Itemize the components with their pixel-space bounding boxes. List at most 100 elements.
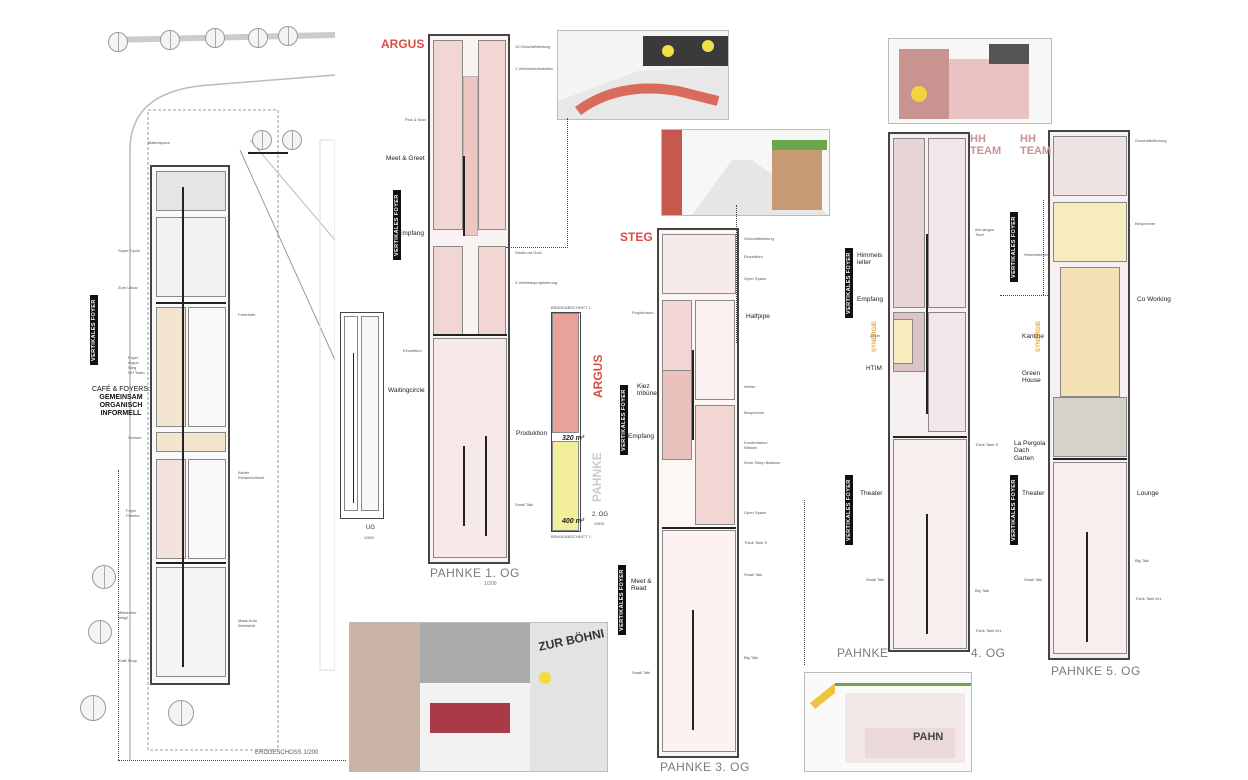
tree-icon [252, 130, 272, 150]
sketch-sign-2: PAHN [913, 731, 944, 743]
label-himmelsleiter: Himmelsleiter [1024, 252, 1049, 257]
label-vertrieb2: 3 Vertriebsprojektierung [515, 280, 558, 285]
room-lounge: Lounge [1137, 490, 1159, 497]
first-floor-plan [428, 34, 510, 564]
label-big-talk: Big Talk [744, 655, 758, 660]
room-green-house: Green House [1022, 370, 1041, 385]
room-block [156, 217, 226, 297]
steg-foyer-bottom: VERTIKALES FOYER [618, 565, 626, 635]
label-plus-now: Plus & Now [405, 117, 426, 122]
label-open-space2: Open Space [744, 510, 767, 515]
room-kantine: Kantine [1022, 333, 1045, 340]
third-floor-plan [657, 228, 739, 758]
label-small-talk: Small Talk [744, 572, 763, 577]
fourth-foyer-bottom: VERTIKALES FOYER [845, 475, 853, 545]
room-produktion: Produktion [516, 430, 548, 437]
brand-label-2: BRANDABSCHNITT 1 [551, 534, 591, 539]
room-meet-read: Meet & Read [631, 578, 652, 593]
second-floor-plan [551, 312, 581, 532]
label-vertrieb: 1 Vertriebsmitarbeiter [515, 66, 554, 71]
basement-title: UG [366, 525, 375, 531]
room-kiez: Kiez tribüne [637, 383, 657, 398]
tree-icon [168, 700, 194, 726]
basement-scale: 1/500 [364, 535, 375, 540]
second-floor-argus-tag: ARGUS [591, 354, 605, 398]
label-big-talk: Big Talk [975, 588, 989, 593]
room-foyer-pahnke [156, 459, 186, 559]
room-empfang-steg: Empfang [628, 433, 655, 440]
room-foyer-argus [156, 307, 186, 427]
argus-tag: ARGUS [381, 37, 425, 51]
room-htim: HTIM [866, 365, 882, 372]
label-small-talk: Small Talk [866, 577, 885, 582]
label-think-tank-ml: Think Tank M-L [1135, 596, 1163, 601]
label-geschaeftsleitung: 10 Geschäftsleitung [515, 44, 551, 49]
second-floor-ghost: PAHNKE [590, 452, 604, 502]
fourth-title-left: PAHNKE [837, 646, 889, 660]
label-think-tank: Think Tank S [744, 540, 768, 545]
fourth-title-right: 4. OG [971, 646, 1006, 660]
fifth-foyer-bottom: VERTIKALES FOYER [1010, 475, 1018, 545]
room-block [188, 307, 226, 427]
sketch-section: PAHN [804, 672, 972, 772]
argus-foyer-label: VERTIKALES FOYER [393, 190, 401, 260]
second-floor-scale: 1/500 [594, 521, 605, 526]
tree-icon [88, 620, 112, 644]
label-langen-tisch: Am langen Tisch [975, 227, 995, 237]
label-small-talk: Small Talk [1024, 577, 1043, 582]
steg-tag: STEG [620, 230, 653, 244]
area-bottom: 400 m² [562, 518, 585, 525]
sketch-hh-team [888, 38, 1052, 124]
label-maas-auto: Maas Auto Werkstatt [238, 618, 257, 628]
label-seesee: Seesee [128, 435, 142, 440]
label-foyer-pahnke: Foyer Pahnke [126, 508, 140, 518]
label-zum-unkar: Zum Unkar [118, 285, 138, 290]
label-open-space: Open Space [744, 276, 767, 281]
label-think-tank-ml: Think Tank M-L [975, 628, 1003, 633]
label-small-talk: Small Talk [515, 502, 534, 507]
room-theater-4: Theater [860, 490, 883, 497]
room-werkstatt [156, 567, 226, 677]
first-floor-scale: 1/200 [484, 581, 497, 587]
label-big-talk: Big Talk [1135, 558, 1149, 563]
tree-icon [80, 695, 106, 721]
sketch-steg-interior [661, 129, 830, 216]
label-besprecher: Besprecher [1135, 221, 1156, 226]
label-foyer-argus: Foyer Argus Steg HH Team [128, 355, 145, 375]
brand-label-1: BRANDABSCHNITT 1 [551, 305, 591, 310]
ground-floor-plan [150, 165, 230, 685]
label-kraft-shop: Kraft Shop [118, 658, 137, 663]
label-zirkel: Zirkel [870, 333, 880, 338]
ground-foyer-label: VERTIKALES FOYER [90, 295, 98, 365]
label-mitbecher: Mittbecher Weg0 [118, 610, 137, 620]
tree-icon [160, 30, 180, 50]
steg-foyer-top: VERTIKALES FOYER [620, 385, 628, 455]
room-empfang-4: Empfang [857, 296, 884, 303]
room-pergola: La Pergola Dach Garten [1014, 440, 1046, 462]
label-makerspace: Makerspace [148, 140, 170, 145]
room-co-working: Co Working [1137, 296, 1171, 303]
tree-icon [92, 565, 116, 589]
ground-floor-site: Makerspace Super Cycle Zum Unkar Fahrräd… [90, 30, 335, 760]
fourth-foyer-top: VERTIKALES FOYER [845, 248, 853, 318]
fourth-floor-plan [888, 132, 970, 652]
label-atelier: Atelier [744, 384, 756, 389]
ground-floor-title: ERDGESCHOSS 1/200 [255, 750, 319, 756]
fifth-floor-plan [1048, 130, 1130, 660]
label-kunden: Kundenlabor/ Wissen [744, 440, 768, 450]
tree-icon [282, 130, 302, 150]
label-einzelbuero: Einzelbüro [403, 348, 422, 353]
room-waitingcircle: Waitingcircle [388, 387, 425, 394]
area-top: 320 m² [562, 435, 585, 442]
label-think-tank: Think Tank S [975, 442, 999, 447]
label-besprecher: Besprecher [744, 410, 765, 415]
room-himmelsleiter: Himmels leiter [857, 252, 883, 267]
label-einzelbuero: Einzelbüro [744, 254, 763, 259]
room-meet-greet: Meet & Greet [386, 155, 425, 162]
label-projektraum: Projektraum [632, 310, 654, 315]
fifth-foyer-top: VERTIKALES FOYER [1010, 212, 1018, 282]
label-super-cycle: Super Cycle [118, 248, 140, 253]
second-floor-title: 2. OG [592, 512, 609, 518]
fifth-team-tag: HH TEAM [1020, 133, 1052, 157]
first-floor-title: PAHNKE 1. OG [430, 566, 520, 580]
